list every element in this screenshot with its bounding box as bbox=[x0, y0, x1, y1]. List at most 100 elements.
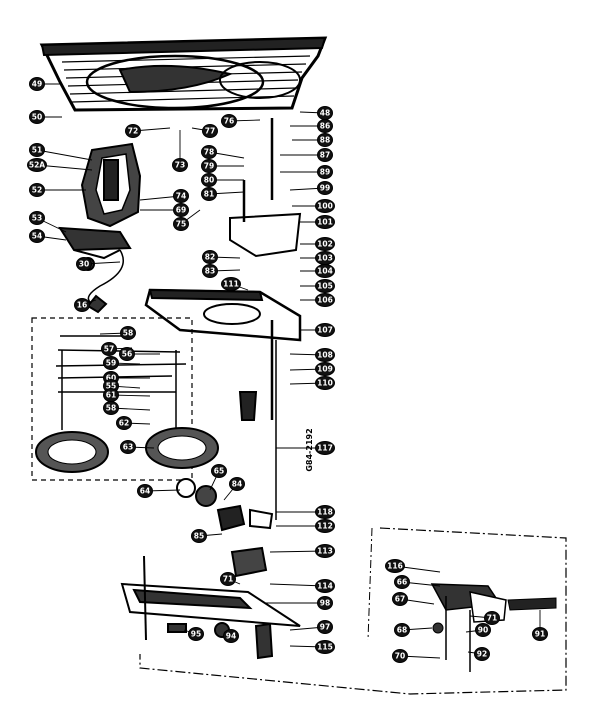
callout-70: 70 bbox=[392, 649, 408, 663]
callout-bubble bbox=[385, 559, 405, 573]
callout-115: 115 bbox=[315, 640, 335, 654]
callout-74: 74 bbox=[173, 189, 189, 203]
callout-91: 91 bbox=[532, 627, 548, 641]
callout-number: 102 bbox=[317, 240, 333, 249]
callout-number: 80 bbox=[204, 176, 214, 185]
callout-86: 86 bbox=[317, 119, 333, 133]
callout-number: 106 bbox=[317, 296, 333, 305]
callout-bubble bbox=[29, 110, 45, 124]
callout-112: 112 bbox=[315, 519, 335, 533]
callout-number: 110 bbox=[317, 379, 333, 388]
callout-number: 60 bbox=[106, 374, 116, 383]
callout-52: 52 bbox=[29, 183, 45, 197]
callout-bubble bbox=[172, 158, 188, 172]
callout-72: 72 bbox=[125, 124, 141, 138]
callout-number: 82 bbox=[205, 253, 215, 262]
callout-layer: 49505152A5253543016727377767574697879808… bbox=[27, 77, 548, 663]
callout-number: 53 bbox=[32, 214, 42, 223]
callout-16: 16 bbox=[74, 298, 90, 312]
callout-number: 76 bbox=[224, 117, 234, 126]
callout-109: 109 bbox=[315, 362, 335, 376]
callout-65: 65 bbox=[211, 464, 227, 478]
callout-number: 112 bbox=[317, 522, 333, 531]
callout-number: 116 bbox=[387, 562, 403, 571]
callout-number: 54 bbox=[32, 232, 42, 241]
callout-bubble bbox=[202, 264, 218, 278]
callout-118: 118 bbox=[315, 505, 335, 519]
callout-bubble bbox=[392, 649, 408, 663]
callout-number: 77 bbox=[205, 127, 215, 136]
callout-number: 114 bbox=[317, 582, 333, 591]
callout-number: 58 bbox=[123, 329, 133, 338]
callout-61: 61 bbox=[103, 388, 119, 402]
callout-number: 16 bbox=[77, 301, 87, 310]
callout-bubble bbox=[315, 264, 335, 278]
callout-number: 30 bbox=[79, 260, 89, 269]
callout-77: 77 bbox=[202, 124, 218, 138]
callout-number: 62 bbox=[119, 419, 129, 428]
callout-bubble bbox=[315, 441, 335, 455]
callout-bubble bbox=[315, 640, 335, 654]
callout-number: 108 bbox=[317, 351, 333, 360]
callout-94: 94 bbox=[223, 629, 239, 643]
callout-bubble bbox=[532, 627, 548, 641]
callout-64: 64 bbox=[137, 484, 153, 498]
callout-bubble bbox=[29, 77, 45, 91]
callout-bubble bbox=[317, 119, 333, 133]
callout-bubble bbox=[188, 627, 204, 641]
callout-bubble bbox=[315, 237, 335, 251]
lower-mechanism bbox=[120, 478, 301, 660]
callout-number: 92 bbox=[477, 650, 487, 659]
callout-bubble bbox=[29, 229, 45, 243]
callout-number: 48 bbox=[320, 109, 330, 118]
callout-number: 78 bbox=[204, 148, 214, 157]
callout-116: 116 bbox=[385, 559, 405, 573]
callout-105: 105 bbox=[315, 279, 335, 293]
callout-number: 66 bbox=[397, 578, 407, 587]
callout-108: 108 bbox=[315, 348, 335, 362]
callout-99: 99 bbox=[317, 181, 333, 195]
callout-number: 118 bbox=[317, 508, 333, 517]
callout-bubble bbox=[220, 572, 236, 586]
callout-number: 99 bbox=[320, 184, 330, 193]
callout-81: 81 bbox=[201, 187, 217, 201]
callout-number: 107 bbox=[317, 326, 333, 335]
callout-90: 90 bbox=[475, 623, 491, 637]
callout-number: 90 bbox=[478, 626, 488, 635]
callout-110: 110 bbox=[315, 376, 335, 390]
callout-number: 59 bbox=[106, 359, 116, 368]
callout-103: 103 bbox=[315, 251, 335, 265]
callout-98: 98 bbox=[317, 596, 333, 610]
callout-number: 65 bbox=[214, 467, 224, 476]
callout-bubble bbox=[317, 620, 333, 634]
callout-bubble bbox=[211, 464, 227, 478]
callout-bubble bbox=[315, 544, 335, 558]
callout-bubble bbox=[125, 124, 141, 138]
callout-92: 92 bbox=[474, 647, 490, 661]
callout-106: 106 bbox=[315, 293, 335, 307]
callout-number: 70 bbox=[395, 652, 405, 661]
callout-bubble bbox=[137, 484, 153, 498]
callout-number: 94 bbox=[226, 632, 236, 641]
callout-bubble bbox=[76, 257, 92, 271]
callout-bubble bbox=[29, 143, 45, 157]
callout-bubble bbox=[201, 159, 217, 173]
callout-number: 81 bbox=[204, 190, 214, 199]
callout-bubble bbox=[315, 199, 335, 213]
callout-number: 100 bbox=[317, 202, 333, 211]
callout-bubble bbox=[120, 440, 136, 454]
callout-number: 98 bbox=[320, 599, 330, 608]
callout-30: 30 bbox=[76, 257, 92, 271]
callout-number: 111 bbox=[223, 280, 239, 289]
callout-bubble bbox=[201, 145, 217, 159]
callout-78: 78 bbox=[201, 145, 217, 159]
callout-number: 49 bbox=[32, 80, 42, 89]
callout-bubble bbox=[317, 596, 333, 610]
callout-number: 83 bbox=[205, 267, 215, 276]
callout-bubble bbox=[202, 124, 218, 138]
callout-bubble bbox=[29, 211, 45, 225]
callout-number: 57 bbox=[104, 345, 114, 354]
callout-101: 101 bbox=[315, 215, 335, 229]
callout-bubble bbox=[29, 183, 45, 197]
callout-number: 84 bbox=[232, 480, 242, 489]
